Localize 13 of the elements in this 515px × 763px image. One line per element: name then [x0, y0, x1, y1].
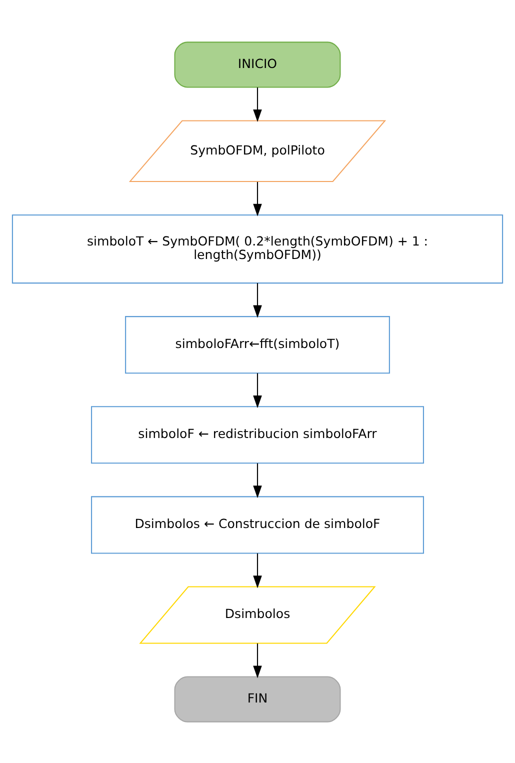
node-box: INICIO: [174, 41, 341, 88]
arrow: [253, 282, 262, 318]
node-box: Dsimbolos ← Construccion de simboloF: [91, 496, 424, 554]
arrow: [253, 552, 262, 588]
arrow: [253, 181, 262, 216]
node-box: FIN: [174, 676, 341, 722]
arrow: [253, 86, 262, 122]
arrow: [253, 372, 262, 408]
node-box: simboloF ← redistribucion simboloFArr: [91, 406, 424, 464]
node-box: simboloT ← SymbOFDM( 0.2*length(SymbOFDM) + 1 : length(SymbOFDM)): [12, 214, 504, 284]
node-box: simboloFArr←fft(simboloT): [125, 316, 390, 374]
arrow: [253, 642, 262, 678]
arrow: [253, 462, 262, 498]
